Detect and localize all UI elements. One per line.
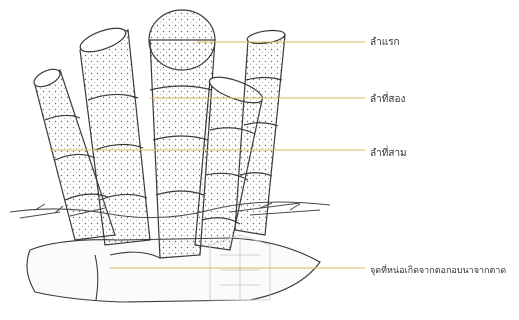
culm-right (235, 28, 286, 235)
label-third-stem: ลำที่สาม (370, 146, 407, 161)
label-base-point: จุดที่หน่อเกิดจากตอกอบนาจากตาด (370, 263, 506, 277)
label-second-stem: ลำที่สอง (370, 92, 405, 107)
label-main-stem: ลำแรก (370, 35, 400, 50)
